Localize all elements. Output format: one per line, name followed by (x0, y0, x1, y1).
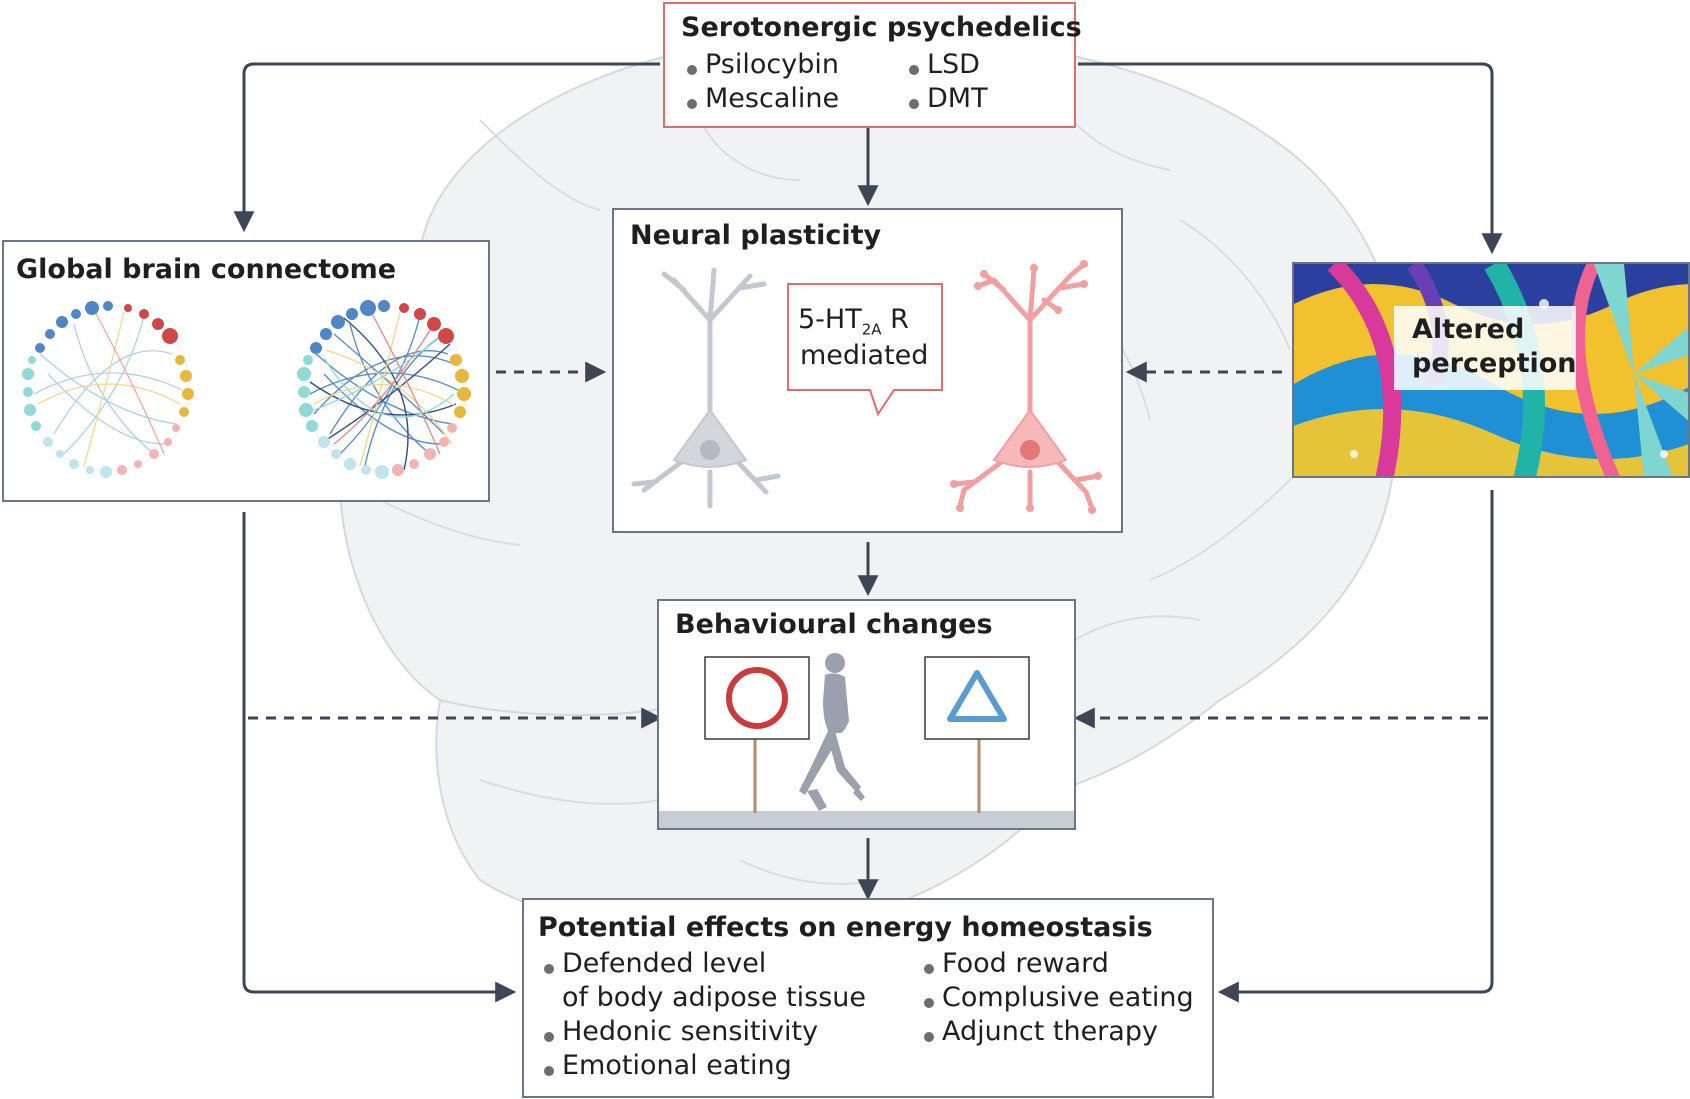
triangle-sign (947, 670, 1007, 722)
bullet-mescaline (687, 99, 697, 109)
connectome-title: Global brain connectome (16, 254, 397, 285)
receptor-prefix: 5-HT (798, 304, 862, 335)
item-psilocybin: Psilocybin (705, 49, 839, 80)
connectome-network-diagram (22, 300, 471, 479)
psychedelics-title: Serotonergic psychedelics (681, 12, 1082, 43)
receptor-suffix: R (881, 304, 909, 335)
bullet-food-reward (924, 964, 934, 974)
arrow-psychedelics-to-connectome (233, 62, 660, 233)
energy-title: Potential effects on energy homeostasis (538, 912, 1153, 943)
receptor-subscript: 2A (861, 320, 882, 339)
item-hedonic: Hedonic sensitivity (562, 1016, 819, 1047)
circle-sign (726, 667, 788, 729)
energy-box: Potential effects on energy homeostasis … (522, 898, 1214, 1098)
plasticity-box: Neural plasticity 5-HT2A R mediated (612, 208, 1123, 533)
neuron-before (631, 267, 781, 509)
neuron-after (950, 260, 1102, 514)
bullet-emotional-eating (544, 1066, 554, 1076)
behaviour-title: Behavioural changes (675, 609, 993, 640)
arrow-connectome-to-energy (242, 512, 517, 1003)
perception-title-line1: Altered (1412, 314, 1525, 345)
item-mescaline: Mescaline (705, 83, 840, 114)
ground-strip (659, 811, 1074, 828)
bullet-dmt (909, 99, 919, 109)
receptor-label: 5-HT2A R (798, 304, 909, 338)
bullet-psilocybin (687, 65, 697, 75)
item-compulsive-eating: Complusive eating (942, 982, 1194, 1013)
item-dmt: DMT (927, 83, 988, 114)
walking-person-silhouette (799, 653, 865, 811)
item-emotional-eating: Emotional eating (562, 1050, 792, 1081)
item-lsd: LSD (927, 49, 980, 80)
receptor-mediated-label: mediated (800, 340, 929, 371)
perception-title-line2: perception (1412, 348, 1577, 379)
bullet-hedonic (544, 1032, 554, 1042)
perception-panel: Altered perception (1292, 262, 1690, 478)
connectome-box: Global brain connectome (2, 240, 490, 502)
item-food-reward: Food reward (942, 948, 1109, 979)
receptor-callout-shape (787, 283, 943, 417)
plasticity-title: Neural plasticity (630, 220, 882, 251)
psychedelics-box: Serotonergic psychedelics Psilocybin LSD… (663, 2, 1082, 128)
bullet-adjunct-therapy (924, 1032, 934, 1042)
psychedelic-pattern-art (1294, 264, 1688, 476)
perception-label-panel (1394, 306, 1576, 390)
behaviour-box: Behavioural changes (657, 599, 1076, 830)
bullet-compulsive-eating (924, 998, 934, 1008)
sign-board-right (924, 656, 1030, 740)
connectome-after (297, 300, 471, 479)
bullet-defended-level (544, 964, 554, 974)
arrow-psychedelics-to-perception (1078, 62, 1503, 255)
behaviour-scene (659, 653, 1074, 828)
item-defended-level: Defended level (562, 948, 767, 979)
item-adjunct-therapy: Adjunct therapy (942, 1016, 1158, 1047)
item-body-adipose: of body adipose tissue (562, 982, 867, 1013)
connectome-before (22, 301, 194, 478)
bullet-lsd (909, 65, 919, 75)
arrow-perception-to-energy (1217, 490, 1494, 1003)
